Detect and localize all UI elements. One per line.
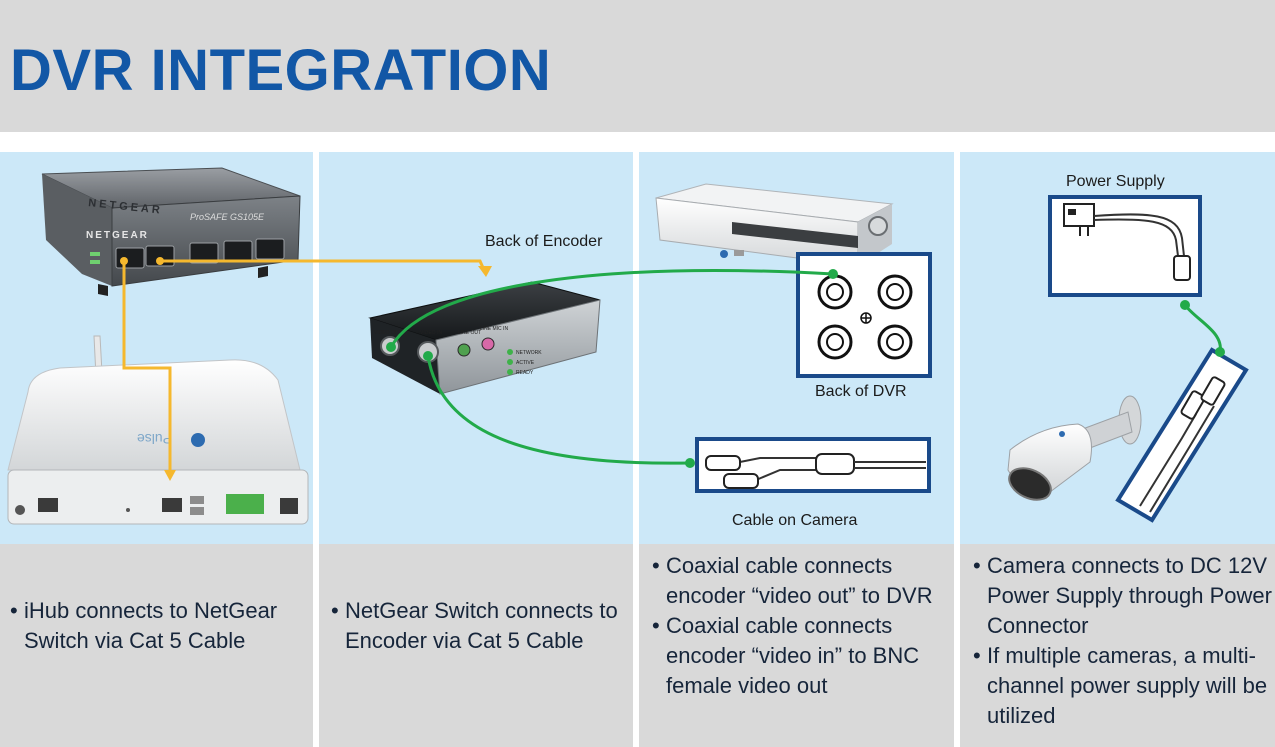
label-back-of-encoder: Back of Encoder (485, 233, 603, 250)
cable-endpoints (120, 257, 164, 265)
coax-endpoints (386, 269, 1225, 468)
power-connector-callout (1115, 347, 1249, 523)
caption-dvr-bullet-2: Coaxial cable connects encoder “video in… (652, 611, 950, 701)
caption-dvr: Coaxial cable connects encoder “video ou… (652, 551, 950, 701)
encoder-led-label-3: READY (516, 370, 534, 376)
encoder-port-label-3: LINE OUT (458, 330, 481, 336)
switch-brand-front-text: NETGEAR (86, 230, 149, 241)
caption-encoder: NetGear Switch connects to Encoder via C… (331, 596, 627, 656)
caption-ihub-bullet-1: iHub connects to NetGear Switch via Cat … (10, 596, 306, 656)
coax-cables (389, 269, 1222, 465)
label-cable-on-camera: Cable on Camera (732, 512, 858, 529)
encoder-led-label-1: NETWORK (516, 350, 542, 356)
label-back-of-dvr: Back of DVR (815, 383, 907, 400)
caption-camera-bullet-2: If multiple cameras, a multi-channel pow… (973, 641, 1273, 731)
netgear-switch: NETGEAR NETGEAR ProSAFE GS105E (41, 167, 301, 296)
power-supply-callout (1048, 195, 1202, 297)
label-power-supply: Power Supply (1066, 173, 1165, 190)
encoder-port-label-1: VIDEO OUT (374, 330, 402, 336)
caption-camera: Camera connects to DC 12V Power Supply t… (973, 551, 1273, 731)
encoder-led-label-2: ACTIVE (516, 360, 535, 366)
caption-dvr-bullet-1: Coaxial cable connects encoder “video ou… (652, 551, 950, 611)
security-camera (1007, 395, 1142, 501)
encoder-port-label-2: VIDEO IN (420, 330, 442, 336)
caption-encoder-bullet-1: NetGear Switch connects to Encoder via C… (331, 596, 627, 656)
dvr-unit (655, 183, 894, 267)
title-band (0, 0, 1275, 132)
caption-camera-bullet-1: Camera connects to DC 12V Power Supply t… (973, 551, 1273, 641)
camera-cable-callout (695, 437, 931, 493)
encoder-port-label-4: LINE MIC IN (480, 326, 508, 332)
cable-arrowhead-hub (164, 470, 176, 481)
pulse-ihub: Pulse (7, 335, 309, 525)
hub-brand-text: Pulse (137, 431, 172, 447)
caption-ihub: iHub connects to NetGear Switch via Cat … (10, 596, 306, 656)
page-title: DVR INTEGRATION (10, 38, 552, 103)
cable-arrowhead-encoder (478, 266, 492, 277)
video-encoder: VIDEO OUT VIDEO IN LINE OUT LINE MIC IN … (368, 281, 601, 395)
switch-model-text: ProSAFE GS105E (190, 212, 265, 222)
